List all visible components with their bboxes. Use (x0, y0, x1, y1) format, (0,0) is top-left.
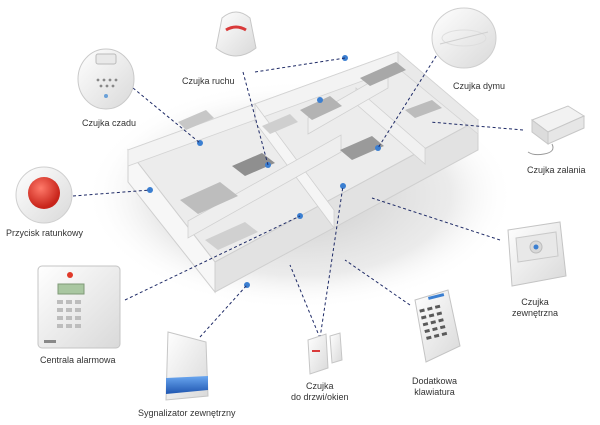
label-smoke-detector: Czujka dymu (453, 81, 506, 91)
connector-lines (72, 41, 524, 339)
label-flood-sensor: Czujka zalania (527, 165, 586, 175)
carbon-monoxide-detector-image (77, 48, 135, 110)
label-control-panel: Centrala alarmowa (40, 355, 116, 365)
smoke-detector-image (431, 7, 497, 69)
panic-button-image (15, 166, 73, 224)
control-panel-image (37, 265, 121, 349)
house-cutaway (85, 51, 515, 310)
external-siren-image (165, 331, 209, 401)
door-window-sensor-image (307, 332, 343, 375)
flood-sensor-image (527, 105, 586, 156)
label-carbon-monoxide-detector: Czujka czadu (82, 118, 137, 128)
label-panic-button: Przycisk ratunkowy (6, 228, 84, 238)
label-motion-sensor: Czujka ruchu (182, 76, 235, 86)
label-external-siren: Sygnalizator zewnętrzny (138, 408, 236, 418)
keypad-image (414, 289, 461, 363)
outdoor-sensor-image (507, 221, 567, 287)
motion-sensor-image (215, 11, 257, 57)
